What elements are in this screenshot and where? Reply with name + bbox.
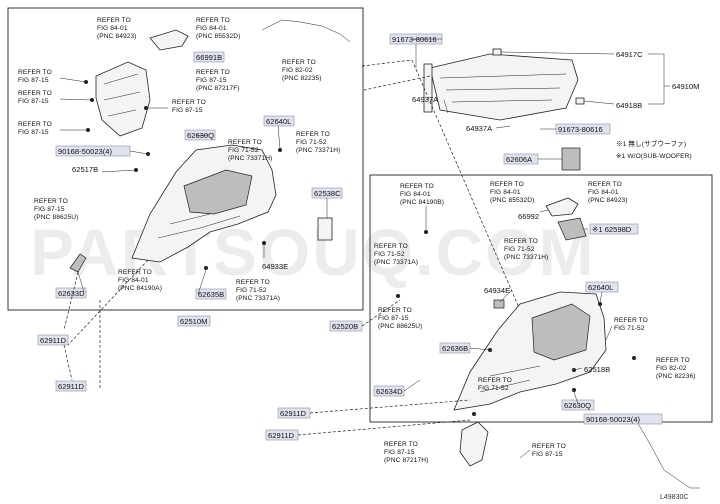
left-pillar-ribs — [103, 73, 141, 117]
part-90168-50023: 90168-50023(4) — [58, 147, 113, 156]
watermark: PARTSOUQ.COM — [30, 215, 595, 289]
part-62538c: 62538C — [314, 189, 341, 198]
part-62635b: 62635B — [198, 290, 224, 299]
cover-62538c-part — [317, 217, 333, 241]
part-62636b: 62636B — [442, 344, 468, 353]
tonneau-roller — [423, 63, 433, 113]
left-dash-to-62911d — [67, 259, 149, 346]
notes: ※1 無し(サブウーファ) ※1 W/O(SUB-WOOFER) — [616, 139, 692, 160]
part-62630q-right: 62630Q — [564, 401, 591, 410]
left-trim-pocket — [183, 169, 253, 215]
part-62640l: 62640L — [266, 117, 291, 126]
left-harness — [261, 19, 351, 43]
left-trim-ribs — [157, 213, 241, 239]
part-64917c-shape — [492, 48, 502, 56]
part-62598d-shape — [557, 217, 587, 241]
part-62911d-left-b: 62911D — [58, 382, 85, 391]
left-group-frame — [7, 7, 364, 311]
tonneau-cover-lines — [439, 73, 567, 103]
bracket-66991b-part — [149, 29, 189, 51]
part-64934e-shape — [493, 299, 505, 309]
part-62517b: 62517B — [72, 165, 98, 174]
part-62911d-right-b: 62911D — [268, 431, 295, 440]
right-group-frame — [369, 174, 713, 423]
left-pillar-trim — [95, 61, 151, 137]
part-66991b: 66991B — [196, 53, 222, 62]
right-box-label: 62520B — [332, 322, 358, 331]
part-91673-80616-mid: 91673-80616 — [558, 125, 603, 134]
part-64934e: 64934E — [484, 286, 510, 295]
part-90168-50023-right: 90168-50023(4) — [586, 415, 641, 424]
bracket-66992-part — [545, 197, 579, 217]
part-62606a-shape — [561, 147, 581, 171]
part-64937a-top: 64937A — [412, 95, 439, 104]
right-dash-lines — [297, 299, 471, 436]
right-harness — [612, 419, 700, 489]
part-62634d: 62634D — [376, 387, 403, 396]
part-64933e: 64933E — [262, 262, 288, 271]
top-leaders — [412, 38, 670, 160]
part-62606a: 62606A — [506, 155, 533, 164]
part-62518b: 62518B — [584, 365, 610, 374]
part-62633d-shape — [69, 253, 87, 273]
part-62640l-right: 62640L — [588, 283, 613, 292]
right-trim-pocket — [531, 303, 591, 361]
part-64917c: 64917C — [616, 50, 643, 59]
part-91673-80616-top: 91673-80616 — [392, 35, 437, 44]
tonneau-cover-body — [429, 53, 579, 121]
top-labels: 91673-80616 64937A 64937A 91673-80616 62… — [389, 33, 699, 165]
part-66992: 66992 — [518, 212, 539, 221]
left-box-label: 62510M — [180, 317, 207, 326]
left-leaders — [59, 77, 328, 295]
part-64910m: 64910M — [672, 82, 699, 91]
left-dash-lines — [63, 271, 101, 388]
part-62633d: 62633D — [58, 289, 85, 298]
note-1: ※1 無し(サブウーファ) — [616, 139, 686, 148]
part-62911d-left-a: 62911D — [40, 336, 67, 345]
right-lower-bracket — [459, 421, 489, 467]
part-62911d-right-a: 62911D — [280, 409, 307, 418]
part-64918b: 64918B — [616, 101, 642, 110]
right-labels: 66992 ※1 62598D 64934E 62640L 62636B 626… — [265, 212, 663, 441]
part-64937a-mid: 64937A — [466, 124, 493, 133]
right-trim-ribs — [479, 365, 541, 393]
drawing-code: L49830C — [660, 494, 688, 501]
right-leaders — [396, 206, 636, 459]
note-2: ※1 W/O(SUB-WOOFER) — [616, 153, 692, 160]
part-62598d: ※1 62598D — [592, 225, 632, 234]
part-64918b-shape — [575, 97, 585, 105]
top-dash-lines — [361, 59, 521, 311]
